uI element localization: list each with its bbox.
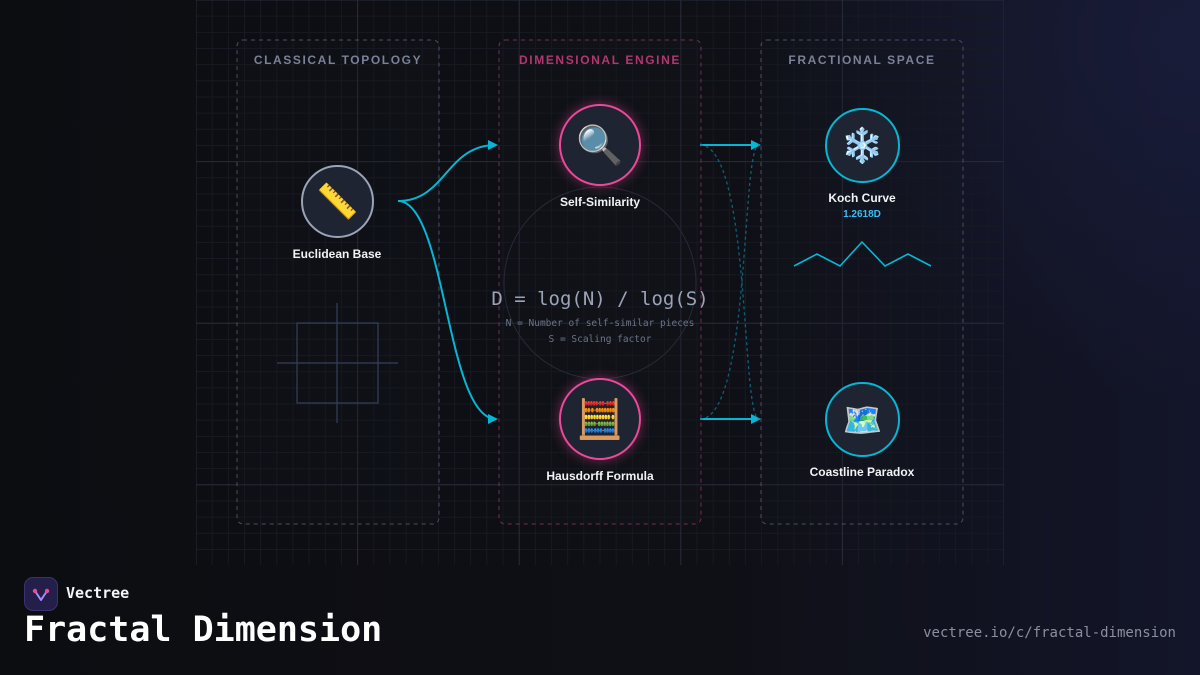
connector-euclidean-to-self-similarity bbox=[397, 140, 498, 202]
fractal-dimension-diagram: CLASSICAL TOPOLOGY DIMENSIONAL ENGINE FR… bbox=[196, 0, 1004, 565]
page-url[interactable]: vectree.io/c/fractal-dimension bbox=[923, 625, 1176, 641]
koch-curve-sketch bbox=[793, 240, 932, 267]
column-title-fractional-space: FRACTIONAL SPACE bbox=[788, 53, 936, 67]
node-euclidean-base[interactable]: 📏 bbox=[301, 165, 374, 238]
diagram-canvas bbox=[196, 0, 1004, 565]
node-coastline-paradox-label: Coastline Paradox bbox=[809, 465, 915, 479]
node-euclidean-base-label: Euclidean Base bbox=[292, 247, 382, 261]
node-koch-curve-label: Koch Curve bbox=[828, 191, 896, 205]
vectree-logo-mark bbox=[32, 588, 50, 601]
ruler-icon: 📏 bbox=[316, 181, 359, 222]
node-self-similarity-label: Self-Similarity bbox=[559, 195, 641, 209]
map-icon: 🗺️ bbox=[842, 400, 883, 439]
abacus-icon: 🧮 bbox=[576, 397, 624, 441]
column-title-dimensional-engine: DIMENSIONAL ENGINE bbox=[519, 53, 681, 67]
node-hausdorff-formula[interactable]: 🧮 bbox=[559, 378, 641, 460]
page-title: Fractal Dimension bbox=[24, 610, 383, 650]
connector-euclidean-to-hausdorff bbox=[397, 200, 498, 424]
node-koch-curve[interactable]: ❄️ bbox=[825, 108, 900, 183]
panel-dimensional-engine bbox=[498, 39, 702, 525]
formula-note-s: S = Scaling factor bbox=[548, 334, 652, 345]
vectree-logo-icon[interactable] bbox=[24, 577, 58, 611]
panel-classical-topology bbox=[236, 39, 440, 525]
brand-name[interactable]: Vectree bbox=[66, 584, 130, 602]
node-hausdorff-formula-label: Hausdorff Formula bbox=[546, 469, 654, 483]
panel-fractional-space bbox=[760, 39, 964, 525]
dimension-formula: D = log(N) / log(S) bbox=[491, 288, 709, 310]
node-self-similarity[interactable]: 🔍 bbox=[559, 104, 641, 186]
formula-note-n: N = Number of self-similar pieces bbox=[505, 318, 695, 329]
node-coastline-paradox[interactable]: 🗺️ bbox=[825, 382, 900, 457]
snowflake-icon: ❄️ bbox=[841, 125, 884, 166]
column-title-classical-topology: CLASSICAL TOPOLOGY bbox=[253, 53, 423, 67]
magnifier-icon: 🔍 bbox=[576, 123, 624, 167]
koch-dimension-value: 1.2618D bbox=[843, 209, 881, 220]
